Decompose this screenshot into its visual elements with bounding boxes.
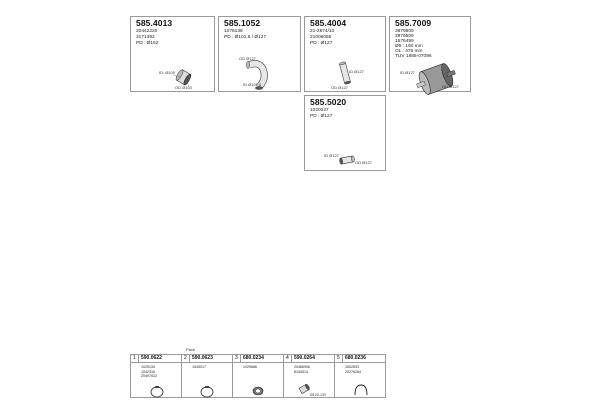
clamp-ring-icon xyxy=(150,386,164,398)
part-references: 20442220 3171382 PD : Ø152 xyxy=(136,29,159,46)
accessory-number: 1 xyxy=(133,355,136,361)
part-card-585-4004[interactable]: 585.4004 21-2874/10 21006055 PD : Ø127 I… xyxy=(304,16,386,92)
silencer-illustration: ID Ø127 OD Ø127 xyxy=(400,63,460,95)
accessory-cell-5[interactable]: 5 680.0236 1602833 20276264 xyxy=(335,355,385,397)
clamp-ring-icon xyxy=(200,386,214,398)
dim-label-id: ID Ø127 xyxy=(400,70,416,75)
part-references: 21-2874/10 21006055 PD : Ø127 xyxy=(310,29,335,46)
clamp-illustration xyxy=(172,69,192,88)
part-card-585-7009[interactable]: 585.7009 3979609 3979509 1576499 Ø5 : 16… xyxy=(389,16,471,95)
accessories-strip: 1 590.0622 1025134 1042316 20497022 2 59… xyxy=(130,354,386,398)
accessory-code: 680.0234 xyxy=(243,355,264,361)
dim-label-id: ID: Ø100 xyxy=(159,70,176,75)
part-references: 1020027 PD : Ø127 xyxy=(310,108,333,119)
part-dimension-labels: ID: Ø100 OD Ø103 xyxy=(159,70,193,90)
dim-label-id: ID Ø127 xyxy=(349,69,365,74)
accessory-code: 590.0622 xyxy=(141,355,162,361)
bent-pipe-illustration: OD Ø127 ID Ø101.6 xyxy=(239,56,268,90)
dim-label-od: OD Ø127 xyxy=(239,56,257,61)
strip-caption: Pack xyxy=(186,347,195,352)
part-code: 585.7009 xyxy=(395,18,432,28)
part-card-585-1052[interactable]: 585.1052 1076138 PD : Ø101.6 / Ø127 OD Ø… xyxy=(218,16,301,92)
accessory-code: 680.0236 xyxy=(345,355,366,361)
dim-label-od: OD Ø127 xyxy=(355,160,373,165)
accessory-cell-4[interactable]: 4 590.0264 20466906 8154514 Ø125-130 xyxy=(284,355,335,397)
accessory-cell-3[interactable]: 3 680.0234 1029686 xyxy=(233,355,284,397)
sleeve-icon: Ø125-130 xyxy=(298,384,326,397)
part-references: 1076138 PD : Ø101.6 / Ø127 xyxy=(224,29,267,40)
part-card-585-4013[interactable]: 585.4013 20442220 3171382 PD : Ø152 ID: … xyxy=(130,16,215,92)
accessory-number: 3 xyxy=(235,355,238,361)
accessory-cell-1[interactable]: 1 590.0622 1025134 1042316 20497022 xyxy=(131,355,182,398)
part-card-585-5020[interactable]: 585.5020 1020027 PD : Ø127 ID Ø127 OD Ø1… xyxy=(304,95,386,171)
dim-label-od: OD Ø127 xyxy=(331,85,349,90)
part-code: 585.1052 xyxy=(224,18,261,28)
part-code: 585.5020 xyxy=(310,97,347,107)
accessory-number: 4 xyxy=(286,355,289,361)
accessory-number: 5 xyxy=(337,355,340,361)
accessory-references: 1025134 1042316 20497022 xyxy=(141,365,157,378)
accessory-references: 20466906 8154514 xyxy=(294,365,310,374)
dim-label-od: OD Ø103 xyxy=(175,85,193,90)
accessory-cell-2[interactable]: 2 590.0623 1545017 xyxy=(182,355,233,398)
part-references: 3979609 3979509 1576499 Ø5 : 160 mm OL :… xyxy=(395,29,432,59)
dim-label-od: OD Ø127 xyxy=(442,84,460,89)
accessory-number: 2 xyxy=(184,355,187,361)
accessory-code: 590.0623 xyxy=(192,355,213,361)
accessory-references: 1545017 xyxy=(192,365,206,369)
dim-label: Ø125-130 xyxy=(310,393,326,397)
dim-label-id: ID Ø127 xyxy=(324,153,340,158)
accessory-code: 590.0264 xyxy=(294,355,315,361)
part-code: 585.4013 xyxy=(136,18,173,28)
accessory-references: 1029686 xyxy=(243,365,257,369)
hanger-ring-icon xyxy=(354,384,368,396)
rubber-mount-icon xyxy=(252,386,264,396)
accessory-references: 1602833 20276264 xyxy=(345,365,361,374)
straight-pipe-illustration: ID Ø127 OD Ø127 xyxy=(331,61,365,90)
short-pipe-illustration: ID Ø127 OD Ø127 xyxy=(324,153,373,165)
part-code: 585.4004 xyxy=(310,18,347,28)
dim-label-id: ID Ø101.6 xyxy=(243,82,262,87)
